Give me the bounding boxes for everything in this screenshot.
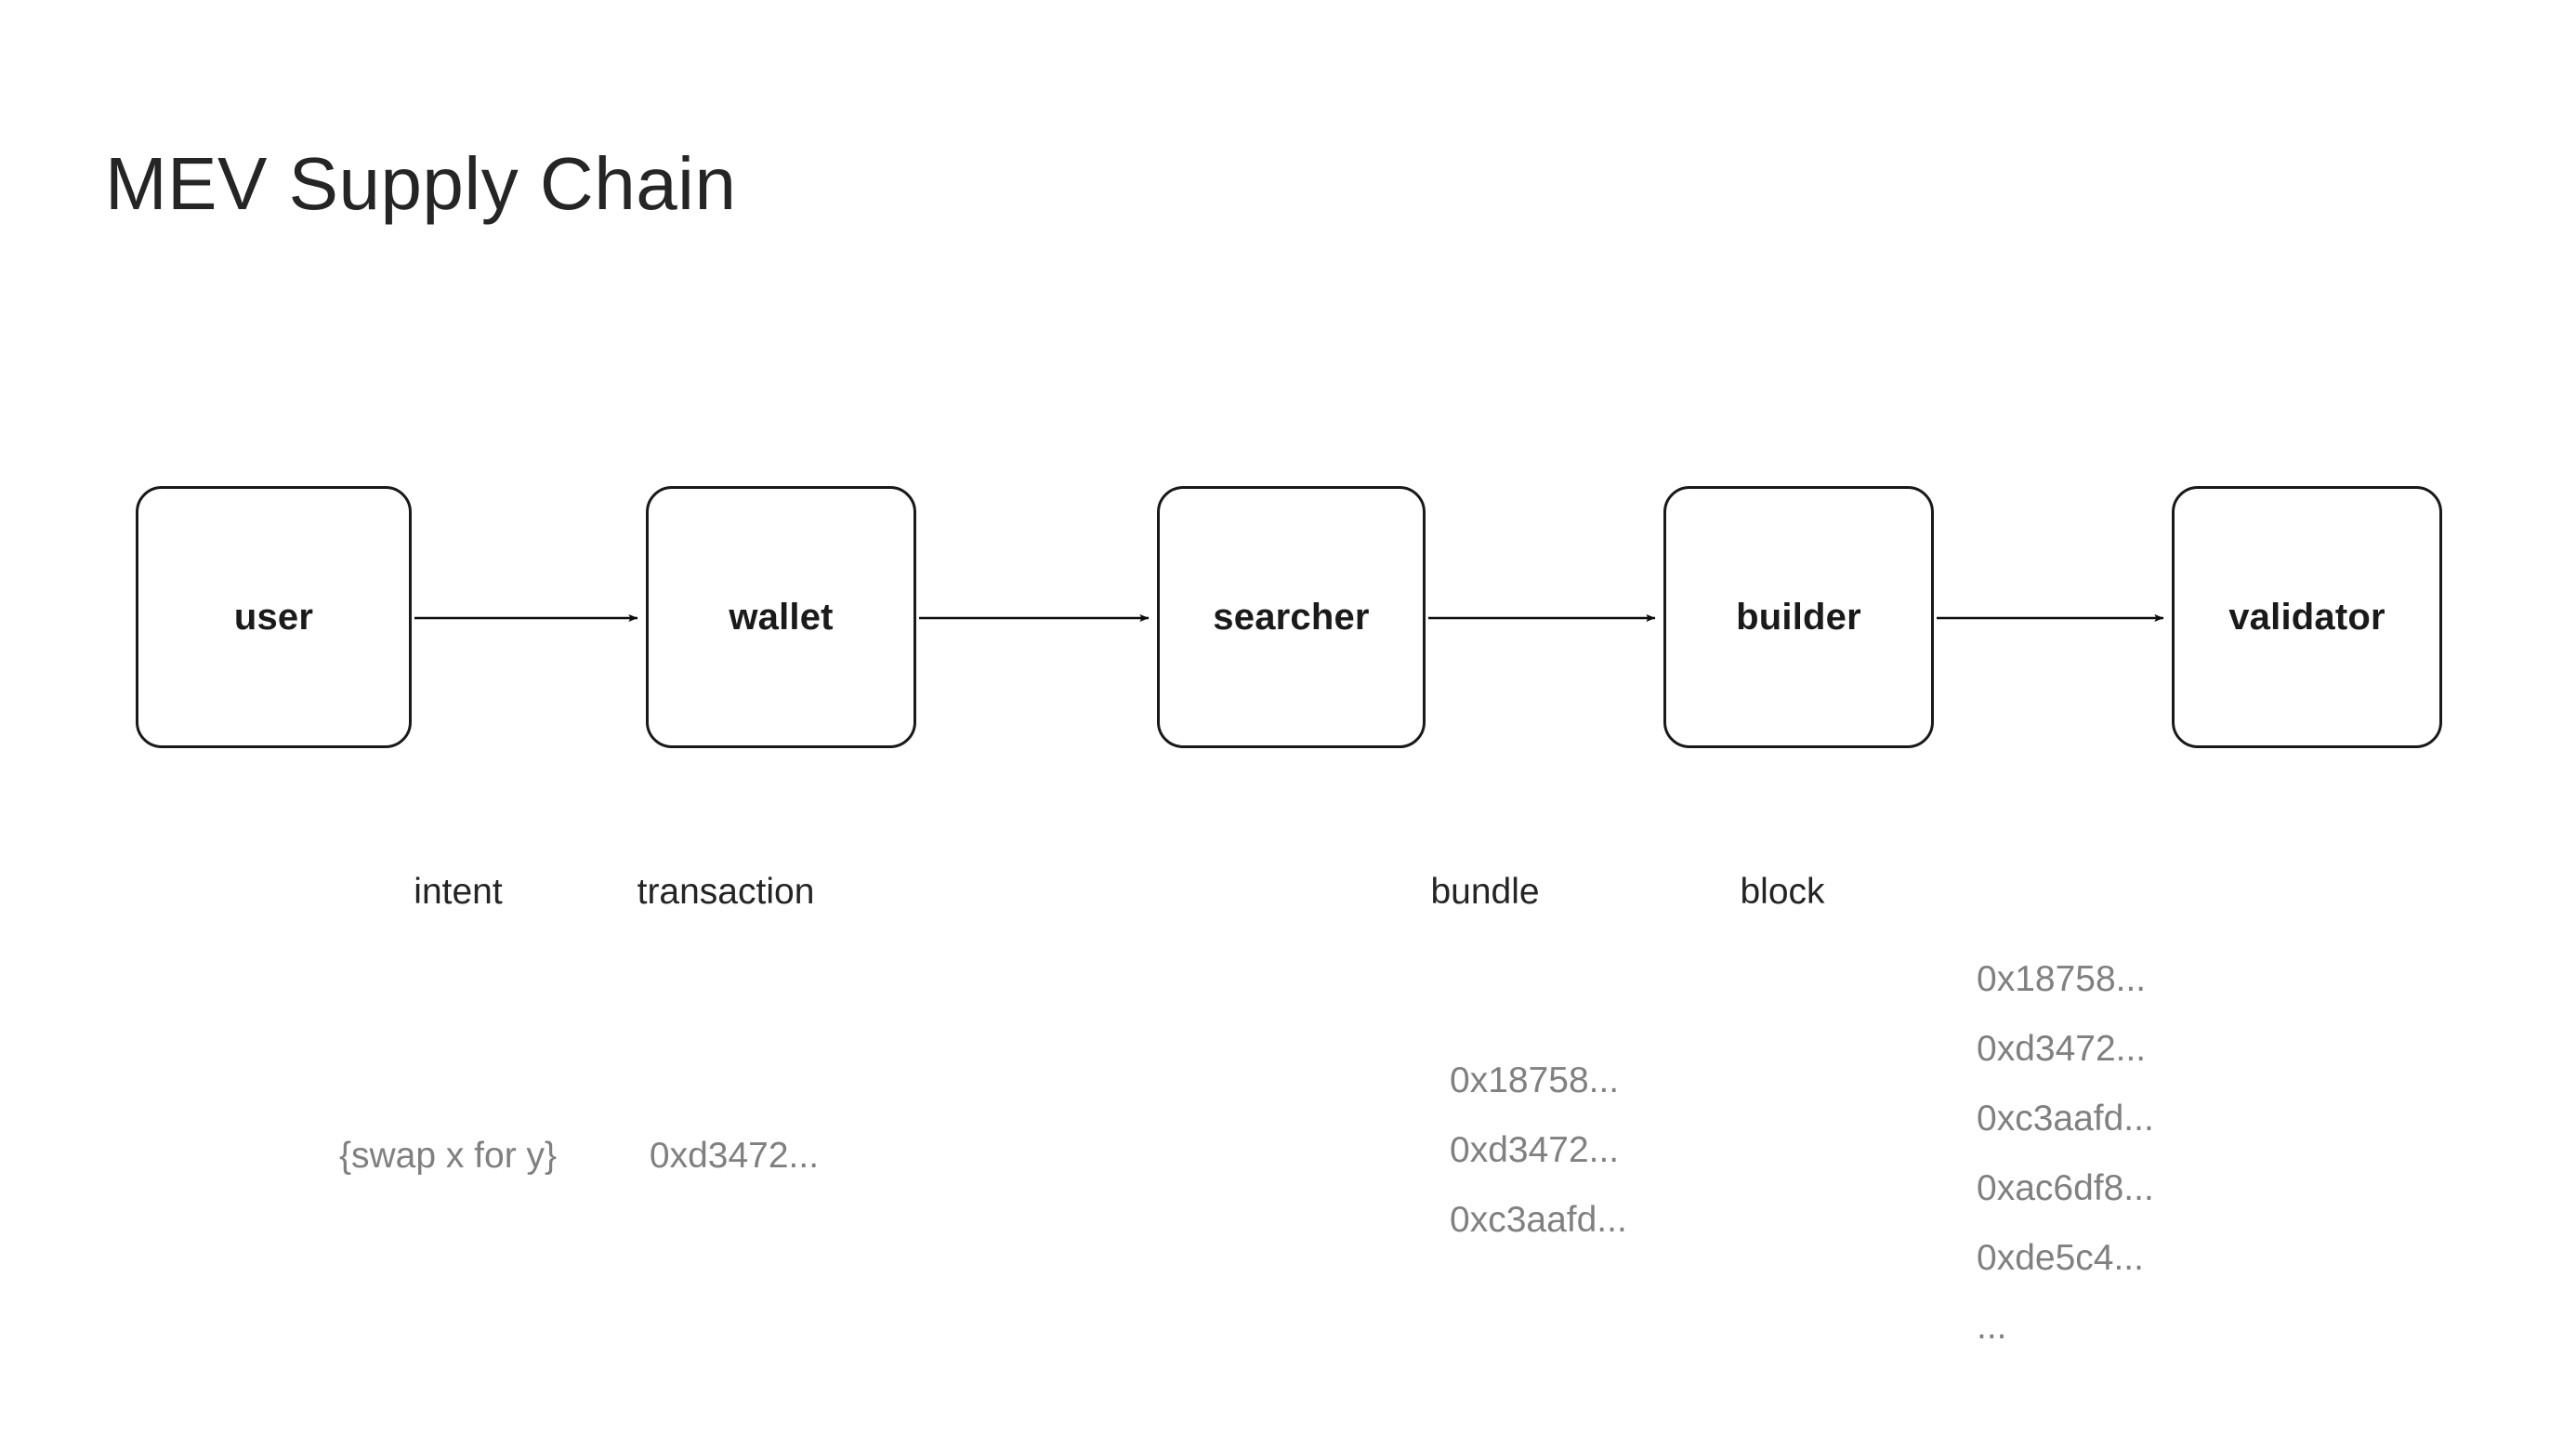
- node-label: wallet: [729, 596, 834, 638]
- node-wallet[interactable]: wallet: [646, 486, 916, 748]
- payload-line: {swap x for y}: [338, 1136, 558, 1176]
- node-builder[interactable]: builder: [1663, 486, 1934, 748]
- page-title: MEV Supply Chain: [105, 142, 737, 225]
- node-label: user: [233, 596, 314, 638]
- payload-intent: {swap x for y}: [339, 1122, 557, 1191]
- edge-label-intent: intent: [414, 872, 503, 912]
- payload-line: 0x18758...: [1977, 959, 2147, 999]
- edge-label-transaction: transaction: [637, 872, 815, 912]
- edge-label-block: block: [1740, 872, 1825, 912]
- payload-bundle: 0x18758... 0xd3472... 0xc3aafd...: [1450, 1047, 1627, 1256]
- payload-line: 0xc3aafd...: [1450, 1199, 1627, 1240]
- payload-line: 0x18758...: [1450, 1060, 1620, 1100]
- payload-line: 0xd3472...: [1450, 1129, 1620, 1170]
- edge-label-bundle: bundle: [1430, 872, 1540, 912]
- node-searcher[interactable]: searcher: [1157, 486, 1426, 748]
- node-label: builder: [1736, 596, 1861, 638]
- payload-block: 0x18758... 0xd3472... 0xc3aafd... 0xac6df8.…: [1977, 945, 2154, 1362]
- payload-line: ...: [1977, 1307, 2007, 1348]
- payload-line: 0xd3472...: [649, 1136, 820, 1176]
- node-label: validator: [2228, 596, 2385, 638]
- node-validator[interactable]: validator: [2172, 486, 2442, 748]
- node-user[interactable]: user: [136, 486, 412, 748]
- payload-line: 0xac6df8...: [1977, 1167, 2154, 1208]
- payload-transaction: 0xd3472...: [650, 1122, 819, 1191]
- payload-line: 0xde5c4...: [1977, 1237, 2144, 1278]
- payload-line: 0xd3472...: [1977, 1028, 2147, 1069]
- payload-line: 0xc3aafd...: [1977, 1098, 2154, 1139]
- node-label: searcher: [1213, 596, 1370, 638]
